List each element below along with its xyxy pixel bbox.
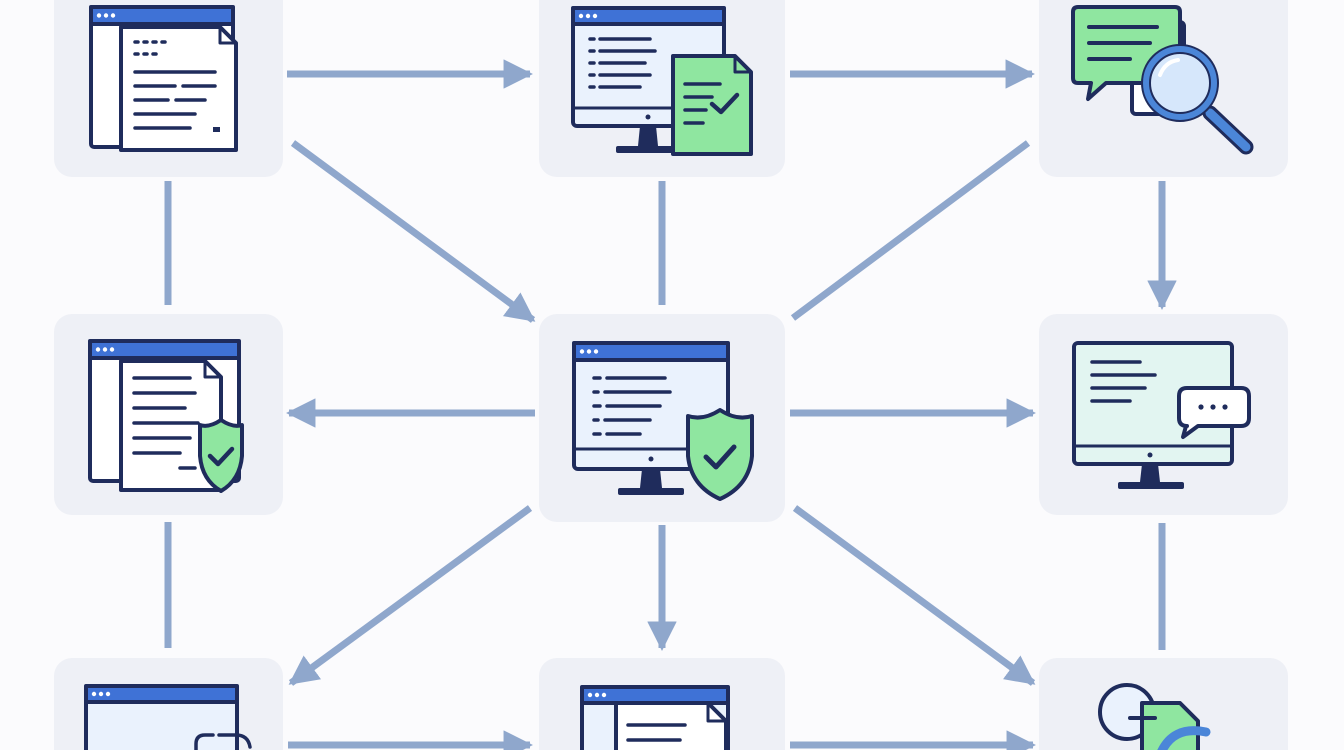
- document-shield-icon: [88, 339, 244, 493]
- chat-file-icon: [1098, 683, 1211, 750]
- connectors: [164, 59, 1177, 750]
- document-window-icon: [89, 5, 238, 152]
- edge-document-to-monitor-protected: [290, 140, 536, 323]
- edge-monitor-protected-to-chat-file: [792, 505, 1036, 686]
- monitor-shield-icon: [572, 341, 754, 501]
- edge-monitor-protected-to-window-link: [288, 505, 533, 686]
- chat-search-icon: [1071, 5, 1254, 155]
- monitor-verified-file-icon: [571, 6, 753, 156]
- monitor-chat-icon: [1072, 341, 1251, 489]
- edge-chat-search-to-monitor-protected: [790, 140, 1031, 321]
- window-document-icon: [580, 685, 730, 750]
- window-link-icon: [84, 684, 252, 750]
